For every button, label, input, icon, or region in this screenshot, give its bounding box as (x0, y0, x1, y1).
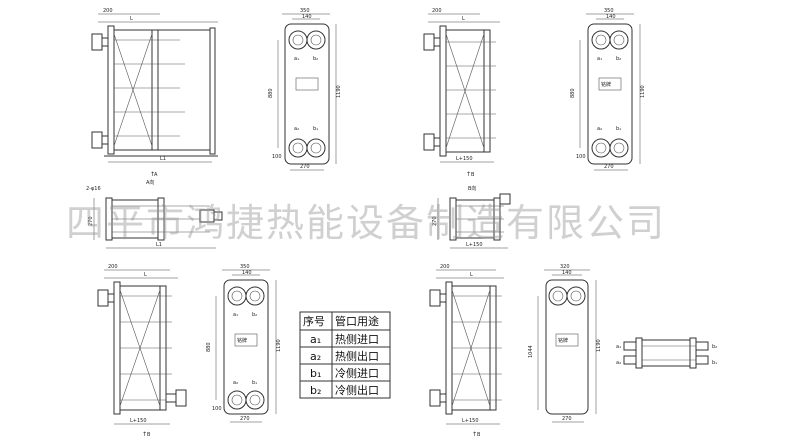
dim-L: L (462, 16, 465, 22)
port-b2: b₂ (252, 312, 257, 318)
view-arrow-A: ↑ (150, 171, 155, 178)
table-header-usage: 管口用途 (335, 314, 379, 328)
table-header-no: 序号 (303, 314, 325, 328)
table-cell-usage: 冷侧出口 (335, 383, 379, 397)
view-label-B: B向 (468, 185, 476, 192)
dim-1190: 1190 (276, 339, 282, 352)
dim-200: 200 (440, 264, 450, 270)
port-b2: b₂ (616, 56, 621, 62)
port-a1: a₁ (294, 56, 299, 62)
dim-140: 140 (302, 14, 312, 20)
port-b1: b₁ (712, 360, 717, 366)
side-view-top-left: 200 L L1 ↑ A (91, 8, 218, 178)
port-b2: b₂ (313, 56, 318, 62)
view-label-B: B (477, 432, 481, 438)
port-a1: a₁ (597, 56, 602, 62)
dim-L150: L+150 (462, 418, 479, 424)
front-view-bottom-right: 320 140 铭牌 1044 1190 270 (528, 264, 602, 423)
dim-1190: 1190 (336, 85, 342, 98)
dim-1190: 1190 (596, 339, 602, 352)
port-a2: a₂ (294, 126, 299, 132)
table-cell-code: a₂ (310, 350, 321, 363)
dim-270: 270 (240, 416, 250, 422)
dim-200: 200 (108, 264, 118, 270)
port-b1: b₁ (313, 126, 318, 132)
port-a1: a₁ (616, 344, 621, 350)
nameplate-label: 铭牌 (601, 81, 611, 88)
dim-880: 880 (268, 88, 274, 98)
dim-270: 270 (562, 416, 572, 422)
dim-L: L (130, 16, 133, 22)
dim-L1: L1 (156, 242, 162, 248)
dim-880: 880 (570, 88, 576, 98)
port-a2: a₂ (233, 380, 238, 386)
nameplate-label: 铭牌 (558, 337, 568, 344)
dim-320: 320 (560, 264, 570, 270)
view-label-A: A (154, 172, 158, 178)
watermark-company-name: 四平市鸿捷热能设备制造有限公司 (66, 201, 666, 245)
view-label-B: B (471, 172, 475, 178)
port-a1: a₁ (233, 312, 238, 318)
dim-100: 100 (576, 154, 586, 160)
table-cell-usage: 热侧出口 (335, 349, 379, 363)
dim-350: 350 (240, 264, 250, 270)
front-view-top-left: 350 140 a₁ b₂ a₂ b₁ 880 1190 100 270 (268, 8, 342, 171)
dim-270: 270 (432, 216, 438, 226)
dim-350: 350 (604, 8, 614, 14)
dim-140: 140 (606, 14, 616, 20)
view-label-A: A向 (146, 179, 154, 186)
dim-L150: L+150 (466, 242, 483, 248)
front-view-top-right: 350 140 a₁ b₂ a₂ b₁ 铭牌 880 1190 100 270 (570, 8, 646, 171)
dim-L150: L+150 (130, 418, 147, 424)
dim-100: 100 (212, 406, 222, 412)
dim-2phi16: 2-φ16 (86, 186, 101, 192)
dim-200: 200 (432, 8, 442, 14)
view-arrow-B: ↑ (466, 171, 471, 178)
dim-L1: L1 (160, 156, 166, 162)
dim-100: 100 (272, 154, 282, 160)
dim-350: 350 (300, 8, 310, 14)
dim-880: 880 (206, 342, 212, 352)
view-arrow-B: ↑ (472, 431, 477, 438)
dim-140: 140 (242, 270, 252, 276)
dim-L150: L+150 (456, 156, 473, 162)
plan-view-left: 2-φ16 A向 270 L1 (86, 179, 223, 249)
plan-view-right: B向 270 L+150 (432, 185, 511, 249)
dim-270: 270 (88, 216, 94, 226)
port-a2: a₂ (616, 360, 621, 366)
dim-1190: 1190 (640, 85, 646, 98)
side-view-top-right: 200 L L+150 ↑ B (423, 8, 500, 178)
table-cell-code: b₁ (310, 367, 321, 380)
small-plan-view-bottom-right: a₁ b₂ a₂ b₁ (616, 337, 717, 369)
port-b1: b₁ (252, 380, 257, 386)
nameplate-label: 铭牌 (237, 337, 247, 344)
view-arrow-B: ↑ (142, 431, 147, 438)
dim-200: 200 (103, 8, 113, 14)
dim-1044: 1044 (528, 345, 534, 358)
table-cell-usage: 冷侧进口 (335, 367, 379, 380)
side-view-bottom-left: 200 L L+150 ↑ B (97, 264, 187, 438)
side-view-bottom-right: 200 L L+150 ↑ B (429, 264, 504, 438)
table-cell-code: a₁ (310, 333, 321, 346)
dim-L: L (470, 272, 473, 278)
table-cell-usage: 热侧进口 (335, 333, 379, 346)
port-b2: b₂ (712, 344, 717, 350)
port-a2: a₂ (597, 126, 602, 132)
dim-140: 140 (562, 270, 572, 276)
dim-L: L (144, 272, 147, 278)
dim-270: 270 (300, 164, 310, 170)
port-b1: b₁ (616, 126, 621, 132)
port-usage-table: 序号 管口用途 a₁ 热侧进口 a₂ 热侧出口 b₁ 冷侧进口 b₂ 冷侧出口 (299, 311, 391, 399)
dim-270: 270 (604, 164, 614, 170)
front-view-bottom-left: 350 140 a₁ b₂ a₂ b₁ 铭牌 880 1190 100 270 (206, 264, 282, 423)
view-label-B: B (147, 432, 151, 438)
table-cell-code: b₂ (310, 384, 321, 397)
